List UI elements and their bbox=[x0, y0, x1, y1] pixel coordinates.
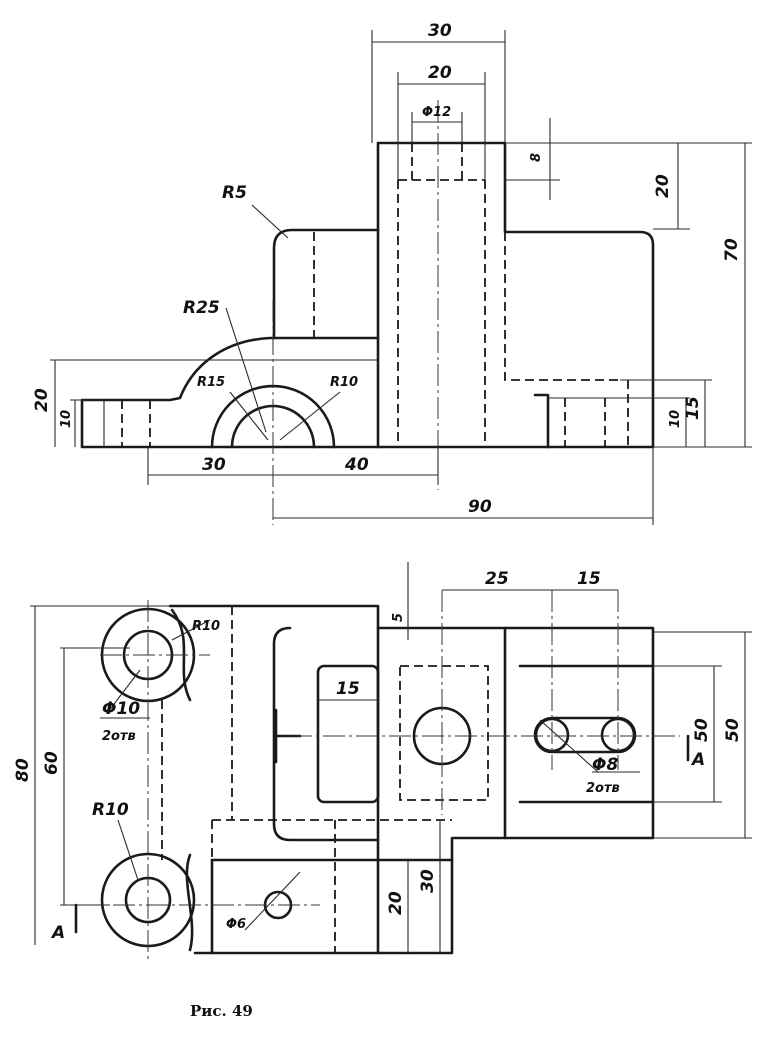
dim-90: 90 bbox=[468, 497, 492, 517]
hidden-inner-step bbox=[504, 232, 620, 381]
slot-outline bbox=[533, 716, 637, 754]
leader-r10 bbox=[279, 391, 341, 441]
front-boss-outline bbox=[272, 228, 380, 340]
leader-r15 bbox=[229, 391, 269, 441]
leader-r10-upper bbox=[171, 619, 211, 641]
dim-80: 80 bbox=[13, 758, 33, 782]
hidden-counterbore bbox=[399, 665, 489, 801]
top-view: 25 15 5 15 50 50 A Φ8 2отв R10 Φ10 2отв bbox=[13, 562, 752, 960]
dim-phi10: Φ10 bbox=[102, 699, 140, 719]
dim-15-right: 15 bbox=[683, 396, 703, 420]
dim-r15: R15 bbox=[197, 375, 225, 390]
front-step-outline bbox=[533, 393, 550, 449]
dim-30-top: 30 bbox=[428, 21, 452, 41]
dim-5: 5 bbox=[391, 613, 406, 622]
front-view: 30 20 Φ12 8 20 70 10 15 bbox=[32, 21, 752, 525]
dim-phi6: Φ6 bbox=[226, 917, 246, 932]
dim-phi12: Φ12 bbox=[422, 105, 451, 120]
dim-20-right: 20 bbox=[653, 174, 673, 198]
dim-15-top: 15 bbox=[577, 569, 601, 589]
dim-25: 25 bbox=[485, 569, 509, 589]
dim-r5: R5 bbox=[222, 183, 247, 203]
section-a-right: A bbox=[690, 750, 705, 770]
dim-phi8: Φ8 bbox=[592, 755, 618, 775]
dim-30-bottom: 30 bbox=[202, 455, 226, 475]
figure-caption: Рис. 49 bbox=[190, 1002, 253, 1020]
dim-10-right: 10 bbox=[668, 410, 683, 428]
front-view-outline bbox=[80, 141, 655, 449]
dim-30-bottom-top: 30 bbox=[418, 869, 438, 893]
dim-70: 70 bbox=[722, 238, 742, 262]
dim-20-left: 20 bbox=[32, 388, 52, 412]
dim-2holes-left: 2отв bbox=[102, 729, 136, 744]
leader-phi6 bbox=[244, 871, 301, 931]
leader-r10-lower bbox=[117, 819, 139, 881]
dim-20-bottom: 20 bbox=[386, 891, 406, 915]
leader-r25 bbox=[225, 307, 267, 433]
dim-8: 8 bbox=[529, 153, 544, 162]
recess-left bbox=[316, 664, 380, 804]
top-view-plate-outline bbox=[168, 604, 655, 955]
dim-50-inner: 50 bbox=[692, 718, 712, 742]
dim-10-left: 10 bbox=[59, 410, 74, 428]
leader-phi8 bbox=[539, 719, 599, 773]
dim-60: 60 bbox=[42, 751, 62, 775]
dim-15-slot: 15 bbox=[336, 679, 360, 699]
dim-40-bottom: 40 bbox=[344, 455, 369, 475]
leader-r5 bbox=[251, 204, 289, 239]
leader-phi10 bbox=[107, 669, 141, 713]
left-break-edge-lower bbox=[185, 853, 194, 952]
dim-r10-lower: R10 bbox=[92, 800, 129, 820]
dim-r25: R25 bbox=[183, 298, 220, 318]
dim-r10: R10 bbox=[330, 375, 358, 390]
body-rect bbox=[272, 626, 380, 842]
dim-50-outer: 50 bbox=[723, 718, 743, 742]
dim-2holes-right: 2отв bbox=[586, 781, 620, 796]
section-a-left: A bbox=[50, 923, 65, 943]
dim-r10-upper: R10 bbox=[192, 619, 220, 634]
dim-20-top: 20 bbox=[428, 63, 452, 83]
